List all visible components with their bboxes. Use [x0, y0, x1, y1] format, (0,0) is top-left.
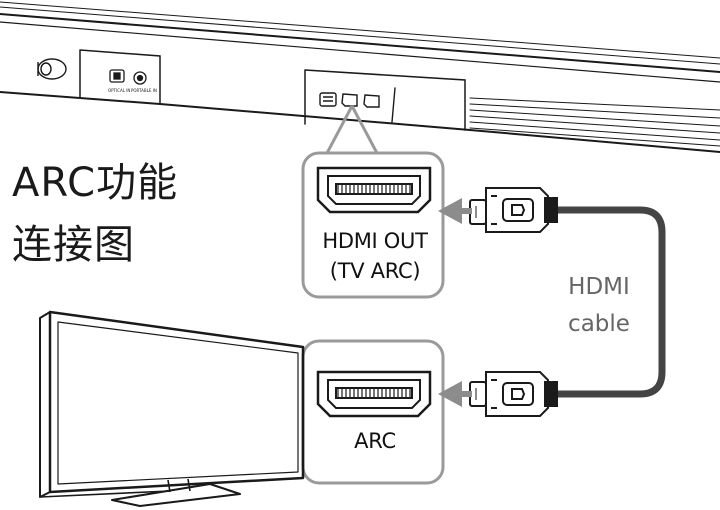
arrow-to-hdmi-out-icon — [438, 198, 472, 224]
power-connector-icon — [37, 58, 67, 80]
optical-in-port-label: OPTICAL IN — [108, 88, 130, 93]
arc-label: ARC — [354, 429, 396, 453]
arc-callout — [301, 339, 445, 485]
soundbar-hdmi-ports — [319, 92, 380, 108]
arc-port-icon — [316, 370, 432, 418]
hdmi-out-port-icon — [316, 166, 432, 214]
hdmi-out-label: HDMI OUT — [322, 229, 428, 253]
diagram-title-line-1: ARC功能 — [12, 160, 179, 206]
hdmi-out-callout — [301, 151, 445, 299]
diagram-title-line-2: 连接图 — [12, 222, 135, 268]
hdmi-plug-top-icon — [469, 187, 558, 233]
cable-label-line-1: HDMI — [568, 274, 630, 300]
hdmi-out-sublabel: (TV ARC) — [329, 259, 421, 283]
optical-in-port-icon — [109, 69, 125, 83]
hdmi-cable — [555, 206, 666, 398]
cable-label-line-2: cable — [568, 311, 630, 337]
soundbar — [0, 1, 720, 153]
portable-in-port-label: PORTABLE IN — [131, 88, 157, 93]
arrow-to-arc-icon — [438, 381, 472, 407]
portable-in-port-icon — [133, 71, 147, 85]
hdmi-plug-bottom-icon — [469, 371, 558, 417]
callout-leader — [324, 105, 380, 156]
tv-icon — [39, 310, 305, 507]
